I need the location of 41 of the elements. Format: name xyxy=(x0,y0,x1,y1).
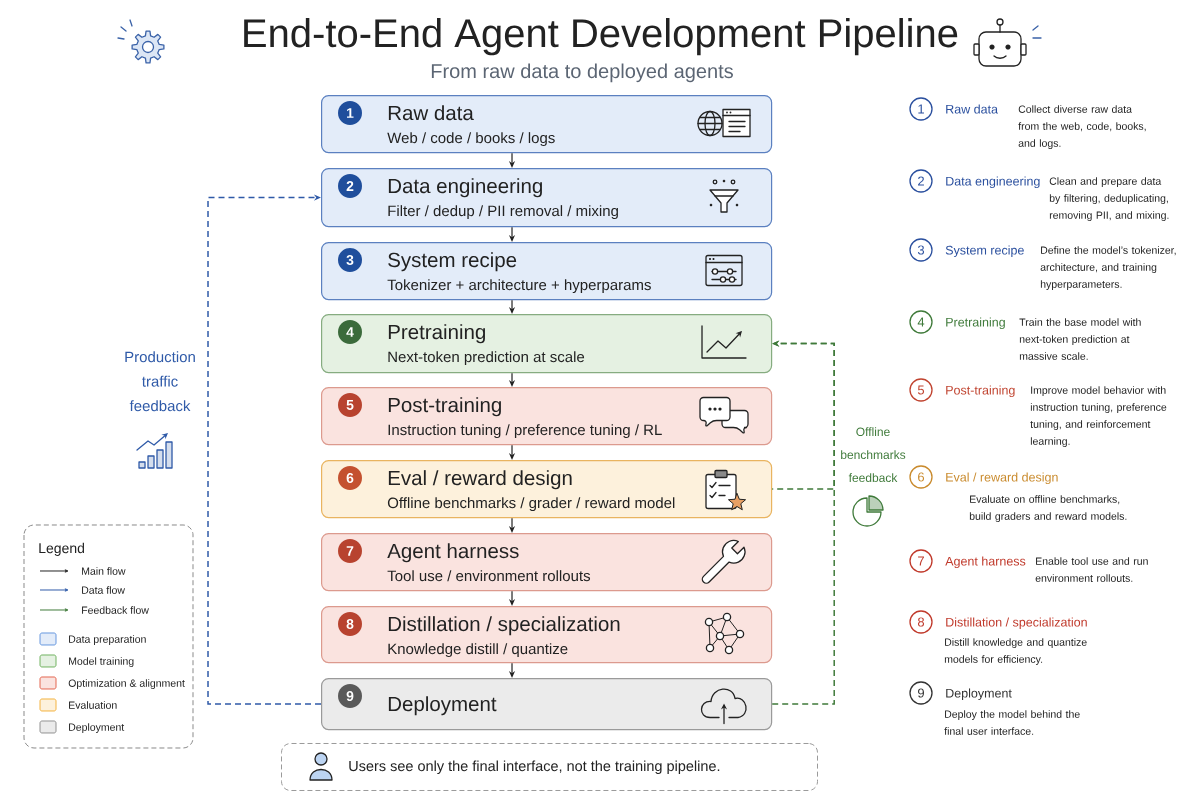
legend-label: Main flow xyxy=(82,567,126,575)
item-heading: Pretraining xyxy=(946,317,1005,330)
item-heading: Eval / reward design xyxy=(946,472,1058,485)
edge-label: Production traffic feedback xyxy=(125,351,195,412)
number-badge: 6 xyxy=(338,466,362,490)
item-heading: Raw data xyxy=(946,104,998,114)
dashed-arrow xyxy=(207,194,322,705)
number-badge: 3 xyxy=(338,248,362,272)
legend-label: Feedback flow xyxy=(82,606,149,614)
legend-title: Legend xyxy=(39,542,84,556)
number-badge: 4 xyxy=(338,320,362,344)
item-description: Define the model’s tokenizer, architecture, and training hyperparameters. xyxy=(1040,246,1176,290)
number-badge: 2 xyxy=(338,174,362,198)
item-description: Train the base model with next-token prediction at massive scale. xyxy=(1019,318,1141,360)
item-description: Enable tool use and run environment rollouts. xyxy=(1035,557,1148,582)
item-heading: Post-training xyxy=(946,385,1015,398)
item-description: Collect diverse raw data from the web, code, books, and logs. xyxy=(1018,105,1146,149)
legend-label: Evaluation xyxy=(69,701,117,709)
title: End-to-End Agent Development Pipeline xyxy=(244,18,958,56)
item-description: Clean and prepare data by filtering, deduplicating, removing PII, and mixing. xyxy=(1049,177,1169,221)
legend-label: Data flow xyxy=(82,586,125,594)
item-heading: System recipe xyxy=(945,245,1024,258)
number-badge: 9 xyxy=(338,684,362,708)
item-heading: Distillation / specialization xyxy=(946,617,1087,630)
legend-label: Model training xyxy=(69,657,134,667)
edge-label: Offline benchmarks feedback xyxy=(841,427,906,482)
item-description: Improve model behavior with instruction tuning, preference tuning, and reinforcement learning. xyxy=(1030,386,1167,447)
item-heading: Deployment xyxy=(946,688,1012,701)
legend-label: Optimization & alignment xyxy=(68,679,185,689)
item-description: Distill knowledge and quantize models for efficiency. xyxy=(944,638,1087,665)
number-badge: 8 xyxy=(338,612,362,636)
note-box: Users see only the final interface, not the training pipeline. xyxy=(281,743,818,791)
number-badge: 5 xyxy=(338,393,362,417)
number-badge: 7 xyxy=(338,539,362,563)
legend-label: Data preparation xyxy=(69,635,146,645)
item-description: Evaluate on offline benchmarks, build graders and reward models. xyxy=(969,495,1127,522)
number-badge: 1 xyxy=(338,101,362,125)
item-heading: Data engineering xyxy=(946,176,1040,189)
item-description: Deploy the model behind the final user interface. xyxy=(944,710,1080,735)
legend-label: Deployment xyxy=(69,723,125,733)
item-heading: Agent harness xyxy=(945,556,1026,569)
